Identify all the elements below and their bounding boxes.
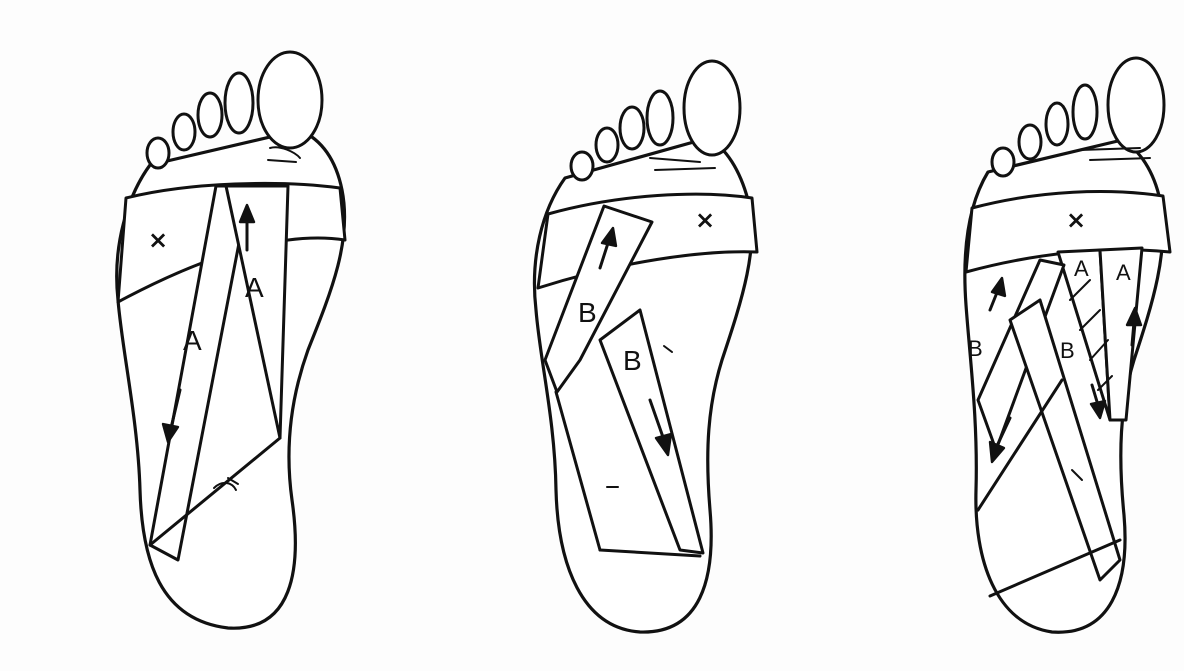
foot-3-toe-3 [1046,103,1068,145]
foot-1: × A A [117,52,345,628]
foot-2-big-toe [684,61,740,155]
foot-1-anchor-mark: × [148,226,168,254]
foot-2-anchor-mark: × [695,206,715,234]
foot-2-label-b-down: B [623,345,642,376]
foot-2-toe-5 [571,152,593,180]
foot-3-label-a-left: A [1074,256,1089,281]
foot-3-label-a-right: A [1116,260,1131,285]
foot-2-toe-2 [647,91,673,145]
foot-3-toe-4 [1019,125,1041,159]
foot-1-label-a-short: A [245,272,264,303]
foot-3-toe-2 [1073,85,1097,139]
foot-2-label-b-up: B [578,297,597,328]
foot-1-big-toe [258,52,322,148]
foot-3: × A A B B [965,58,1170,632]
foot-1-label-a-long: A [183,325,202,356]
foot-1-toe-5 [147,138,169,168]
foot-3-big-toe [1108,58,1164,152]
foot-2-toe-3 [620,107,644,149]
foot-2: × B B [534,61,757,632]
foot-3-label-b-cross: B [1060,338,1075,363]
foot-1-toe-2 [225,73,253,133]
foot-3-toe-5 [992,148,1014,176]
foot-3-anchor-mark: × [1066,206,1086,234]
foot-1-toe-3 [198,93,222,137]
foot-3-label-b-left: B [968,336,983,361]
foot-1-toe-4 [173,114,195,150]
foot-2-toe-4 [596,128,618,162]
